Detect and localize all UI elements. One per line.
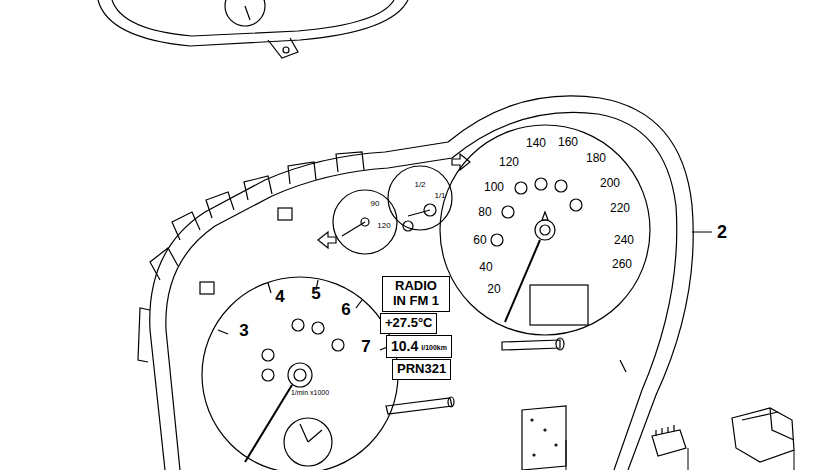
dial-number: 120 <box>377 222 390 230</box>
display-text: RADIO IN FM 1 <box>387 279 445 309</box>
dial-number: 260 <box>612 258 632 270</box>
dial-number: 200 <box>600 177 620 189</box>
dial-number: 180 <box>586 152 606 164</box>
dial-number: 5 <box>311 285 320 302</box>
dial-number: 80 <box>478 206 491 218</box>
dial-number: 90 <box>371 200 380 208</box>
dial-number: 40 <box>479 261 492 273</box>
dial-number: 160 <box>558 136 578 148</box>
display-box: PRN321 <box>392 359 451 380</box>
dial-number: 240 <box>614 234 634 246</box>
dial-number: 220 <box>610 202 630 214</box>
dial-number: 1/1 <box>434 192 445 200</box>
dial-number: 1/min x1000 <box>291 389 329 396</box>
dial-number: 6 <box>341 301 350 318</box>
callout-number: 2 <box>717 223 727 241</box>
dial-number: 4 <box>275 288 284 305</box>
dial-number: 100 <box>484 181 504 193</box>
dial-number: 120 <box>499 156 519 168</box>
display-box: 10.4l/100km <box>386 335 452 358</box>
display-text: +27.5°C <box>385 315 432 330</box>
dial-number: 140 <box>526 137 546 149</box>
display-text: PRN321 <box>397 361 446 376</box>
display-box: +27.5°C <box>380 313 437 334</box>
display-text: 10.4 <box>391 338 418 354</box>
dial-number: 3 <box>239 322 248 339</box>
dial-number: 60 <box>473 234 486 246</box>
dial-number: 1/2 <box>414 181 425 189</box>
display-text: l/100km <box>421 344 447 351</box>
dial-number: 20 <box>487 283 500 295</box>
display-box: RADIO IN FM 1 <box>382 276 450 312</box>
dial-number: 7 <box>361 338 370 355</box>
